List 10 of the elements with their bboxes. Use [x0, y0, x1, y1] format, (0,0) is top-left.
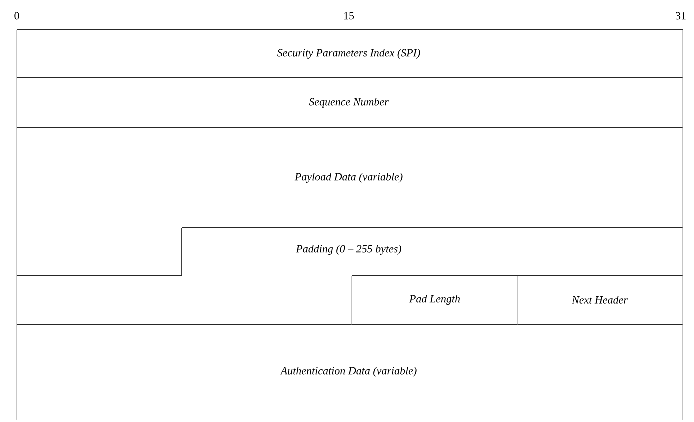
field-label: Pad Length — [409, 295, 460, 305]
field-label: Payload Data (variable) — [294, 173, 403, 183]
field-label: Sequence Number — [309, 98, 389, 108]
field-label: Padding (0 – 255 bytes) — [296, 245, 402, 255]
field-label: Security Parameters Index (SPI) — [278, 49, 420, 59]
bit-number: 0 — [14, 12, 20, 20]
bit-number: 15 — [344, 12, 354, 20]
field-label: Authentication Data (variable) — [280, 367, 417, 377]
bit-number: 31 — [676, 12, 686, 20]
field-label: Next Header — [572, 296, 628, 304]
